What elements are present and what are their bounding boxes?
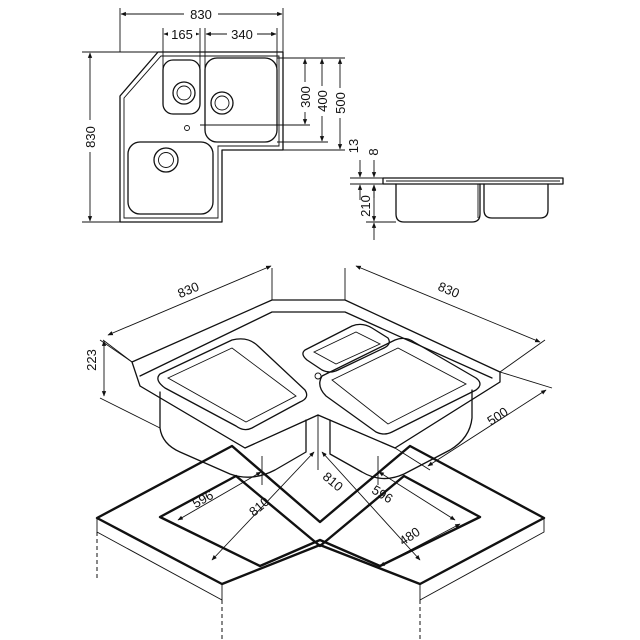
dim-rim-13: 13 <box>346 139 361 153</box>
dim-depth-300: 300 <box>298 86 313 108</box>
iso-right-bowl <box>319 337 481 435</box>
dim-depth-400: 400 <box>315 90 330 112</box>
dim-iso-830-right: 830 <box>436 279 462 301</box>
side-bowl-left <box>395 183 481 223</box>
dim-iso-223: 223 <box>84 349 99 371</box>
top-view: 830 165 340 300 400 500 830 <box>82 5 348 223</box>
dim-cut-810-right: 810 <box>320 469 346 494</box>
side-rim <box>382 177 564 185</box>
dim-cut-596-left: 596 <box>190 487 216 511</box>
top-sink-outline <box>119 51 284 223</box>
iso-view: 830 830 223 500 596 810 810 596 480 <box>84 265 553 640</box>
dim-depth-210: 210 <box>358 195 373 217</box>
dim-width-830: 830 <box>190 7 212 22</box>
iso-bowl-underside-left <box>159 391 307 478</box>
dim-cut-810-left: 810 <box>246 494 272 519</box>
iso-left-bowl <box>157 338 308 431</box>
dim-iso-500: 500 <box>484 404 510 428</box>
dim-rim-8: 8 <box>366 148 381 155</box>
dim-right-bowl-340: 340 <box>231 27 253 42</box>
dim-height-830: 830 <box>83 126 98 148</box>
right-bowl <box>204 57 278 143</box>
dim-small-bowl-165: 165 <box>171 27 193 42</box>
side-view: 13 8 210 <box>346 139 564 240</box>
dim-depth-500: 500 <box>333 92 348 114</box>
side-bowl-right <box>483 183 549 219</box>
left-bowl <box>127 141 214 215</box>
dim-cut-480: 480 <box>396 524 422 548</box>
small-bowl <box>162 59 201 115</box>
iso-small-bowl <box>302 323 390 373</box>
